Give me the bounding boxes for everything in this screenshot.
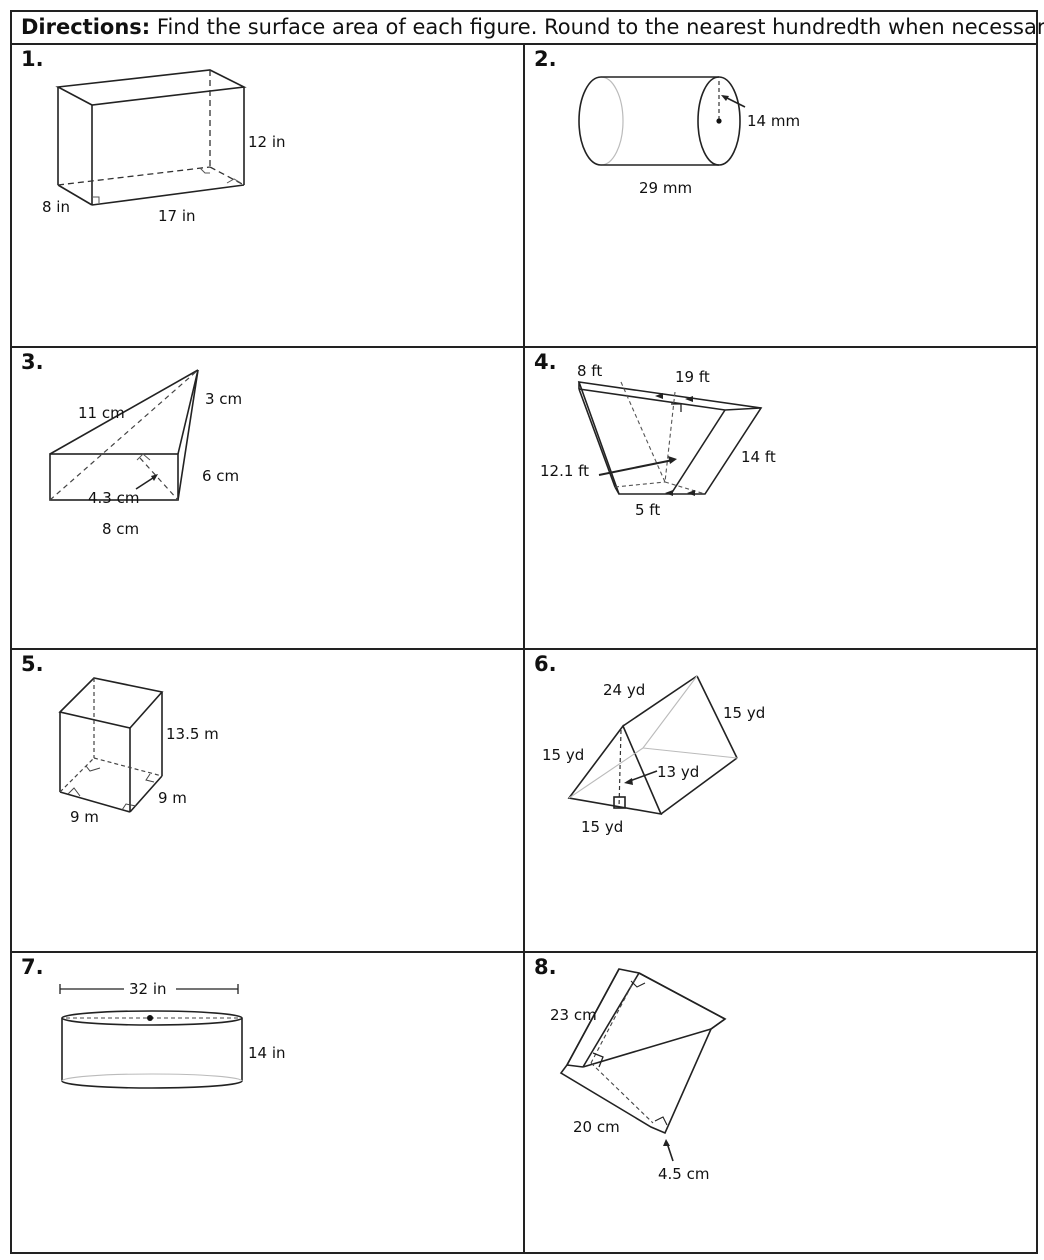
dimension-label: 6 cm [202, 467, 239, 485]
problem-6: 6. 24 yd 15 yd 15 yd 13 yd 15 yd [525, 650, 1040, 951]
dimension-label: 23 cm [550, 1006, 597, 1024]
row-divider-1 [12, 346, 1036, 348]
problem-7: 7. 32 in 14 in [12, 953, 523, 1252]
dimension-label: 14 ft [741, 448, 776, 466]
dimension-label: 11 cm [78, 404, 125, 422]
triangular-prism-figure: 24 yd 15 yd 15 yd 13 yd 15 yd [542, 675, 765, 836]
center-point [147, 1015, 153, 1021]
problem-number: 4. [534, 350, 557, 374]
dimension-label: 14 mm [747, 112, 800, 130]
dimension-label: 32 in [129, 980, 167, 998]
dimension-label: 13.5 m [166, 725, 219, 743]
dimension-label: 24 yd [603, 681, 645, 699]
dimension-label: 8 ft [577, 362, 602, 380]
dimension-label: 20 cm [573, 1118, 620, 1136]
dimension-label: 12 in [248, 133, 286, 151]
row-divider-3 [12, 951, 1036, 953]
dimension-label: 29 mm [639, 179, 692, 197]
problem-2: 2. 14 mm 29 mm [525, 45, 1040, 346]
problem-number: 1. [21, 47, 44, 71]
dimension-label: 12.1 ft [540, 462, 589, 480]
dimension-label: 13 yd [657, 763, 699, 781]
dimension-label: 17 in [158, 207, 196, 225]
problem-4: 4. 8 ft 19 ft [525, 348, 1040, 648]
problem-5: 5. 13.5 m 9 m 9 m [12, 650, 523, 951]
directions-label: Directions: [21, 15, 151, 39]
rectangular-prism-figure: 23 cm 20 cm 4.5 cm [550, 968, 727, 1183]
dimension-label: 19 ft [675, 368, 710, 386]
problem-number: 3. [21, 350, 44, 374]
dimension-label: 15 yd [542, 746, 584, 764]
problem-1: 1. 12 in 8 in 17 in [12, 45, 523, 346]
directions-text: Find the surface area of each figure. Ro… [156, 15, 1044, 39]
problem-3: 3. 11 cm 3 cm 6 cm 4.3 cm 8 cm [12, 348, 523, 648]
dimension-label: 8 cm [102, 520, 139, 538]
dimension-label: 5 ft [635, 501, 660, 519]
problem-number: 2. [534, 47, 557, 71]
dimension-label: 3 cm [205, 390, 242, 408]
dimension-label: 9 m [158, 789, 187, 807]
row-divider-2 [12, 648, 1036, 650]
cylinder-figure: 14 mm 29 mm [578, 76, 800, 197]
problem-8: 8. 23 cm 20 cm 4.5 cm [525, 953, 1040, 1252]
trapezoidal-prism-figure: 8 ft 19 ft 12.1 ft 14 ft 5 ft [540, 362, 776, 519]
problem-number: 7. [21, 955, 44, 979]
problem-number: 8. [534, 955, 557, 979]
worksheet: Directions: Find the surface area of eac… [10, 10, 1044, 1254]
dimension-label: 4.5 cm [658, 1165, 709, 1183]
directions-header: Directions: Find the surface area of eac… [12, 12, 1044, 45]
dimension-label: 15 yd [723, 704, 765, 722]
dimension-label: 8 in [42, 198, 70, 216]
square-prism-figure: 13.5 m 9 m 9 m [58, 677, 219, 826]
cylinder-figure: 32 in 14 in [59, 980, 286, 1089]
triangular-prism-figure: 11 cm 3 cm 6 cm 4.3 cm 8 cm [49, 369, 242, 538]
problem-number: 5. [21, 652, 44, 676]
dimension-label: 9 m [70, 808, 99, 826]
problem-number: 6. [534, 652, 557, 676]
center-point [716, 118, 722, 124]
dimension-label: 4.3 cm [88, 489, 139, 507]
rectangular-prism-figure: 12 in 8 in 17 in [42, 69, 286, 225]
dimension-label: 14 in [248, 1044, 286, 1062]
dimension-label: 15 yd [581, 818, 623, 836]
